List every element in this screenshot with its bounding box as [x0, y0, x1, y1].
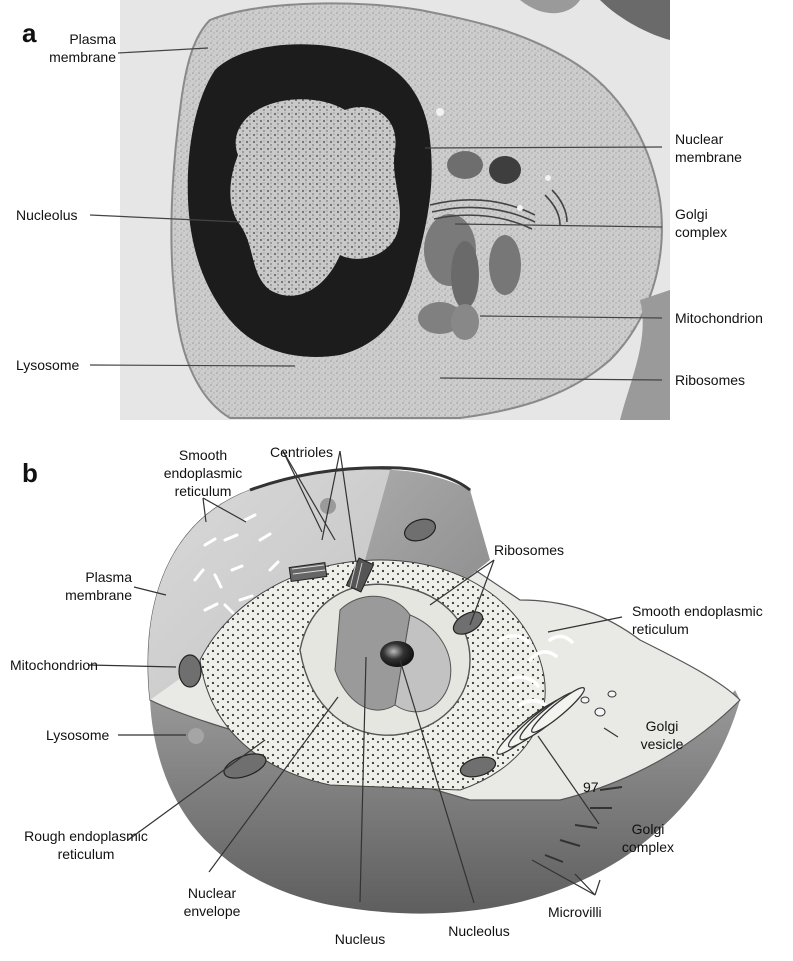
label-nucleus: Nucleus — [320, 930, 400, 948]
label-lysosome-a: Lysosome — [16, 356, 79, 374]
label-nuclear-membrane-a: Nuclear membrane — [675, 130, 742, 166]
label-ribosomes-b: Ribosomes — [494, 541, 564, 559]
label-plasma-membrane-a: Plasma membrane — [20, 30, 116, 66]
label-golgi-vesicle: Golgi vesicle — [622, 717, 702, 753]
figure-code: 97 — [583, 778, 599, 796]
label-rough-er: Rough endoplasmic reticulum — [6, 827, 166, 863]
micrograph — [120, 0, 670, 420]
label-centrioles: Centrioles — [270, 443, 333, 461]
nucleolus-shape — [380, 641, 414, 667]
lysosome-shape — [188, 728, 204, 744]
label-nuclear-envelope: Nuclear envelope — [172, 884, 252, 920]
panel-b-letter: b — [22, 458, 38, 489]
label-nucleolus-b: Nucleolus — [434, 922, 524, 940]
label-mitochondrion-a: Mitochondrion — [675, 309, 763, 327]
label-mitochondrion-b: Mitochondrion — [10, 656, 98, 674]
label-microvilli: Microvilli — [548, 903, 602, 921]
label-smooth-er-left: Smooth endoplasmic reticulum — [145, 446, 261, 500]
label-golgi-complex-a: Golgi complex — [675, 205, 727, 241]
label-golgi-complex-b: Golgi complex — [608, 820, 688, 856]
label-ribosomes-a: Ribosomes — [675, 371, 745, 389]
label-plasma-membrane-b: Plasma membrane — [30, 568, 132, 604]
label-lysosome-b: Lysosome — [46, 726, 109, 744]
label-nucleolus-a: Nucleolus — [16, 206, 77, 224]
label-smooth-er-right: Smooth endoplasmic reticulum — [632, 602, 763, 638]
